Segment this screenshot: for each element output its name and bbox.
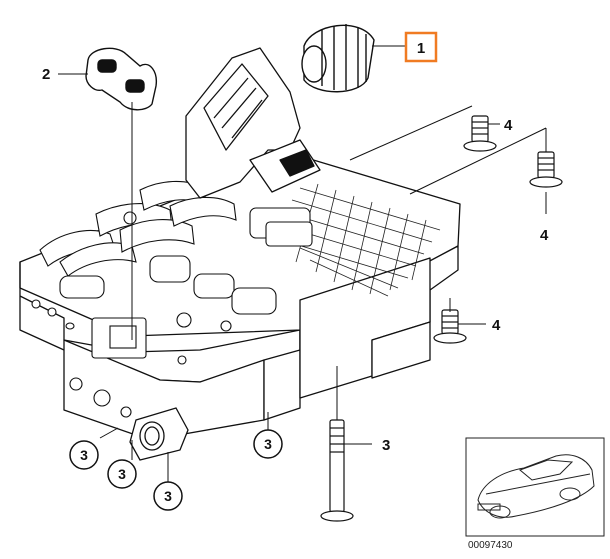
bolt-4-top (463, 115, 497, 152)
vehicle-inset: 00097430 (465, 437, 605, 551)
part-2-seal (85, 47, 157, 111)
callout-circle-3d: 3 (253, 429, 283, 459)
cover-bracket (185, 47, 321, 199)
bolt-4-right (529, 151, 563, 188)
callout-label-3d: 3 (264, 436, 272, 452)
part-1-adapter-sleeve (301, 24, 375, 93)
bolt-3-long (320, 419, 354, 522)
callout-label-1: 1 (417, 40, 425, 57)
callout-label-3-bolt: 3 (382, 437, 390, 454)
car-icon (477, 454, 595, 519)
catalog-number: 00097430 (468, 540, 513, 551)
valve-body-illustration (19, 149, 461, 441)
callout-circle-3a: 3 (69, 440, 99, 470)
callout-label-2: 2 (42, 66, 50, 83)
callout-label-4-mid: 4 (492, 317, 501, 334)
callout-label-3c: 3 (164, 488, 172, 504)
callout-label-3b: 3 (118, 466, 126, 482)
callout-label-4-right: 4 (540, 227, 549, 244)
bore-holes (31, 299, 132, 418)
valve-spools (39, 180, 313, 365)
callout-label-3a: 3 (80, 447, 88, 463)
bolt-4-mid (433, 309, 467, 344)
leader-lines (58, 45, 547, 482)
callout-part-1: 1 (404, 31, 438, 63)
callout-circle-3c: 3 (153, 481, 183, 511)
electrical-connector (129, 407, 189, 461)
callout-circle-3b: 3 (107, 459, 137, 489)
callout-label-4-top: 4 (504, 117, 513, 134)
